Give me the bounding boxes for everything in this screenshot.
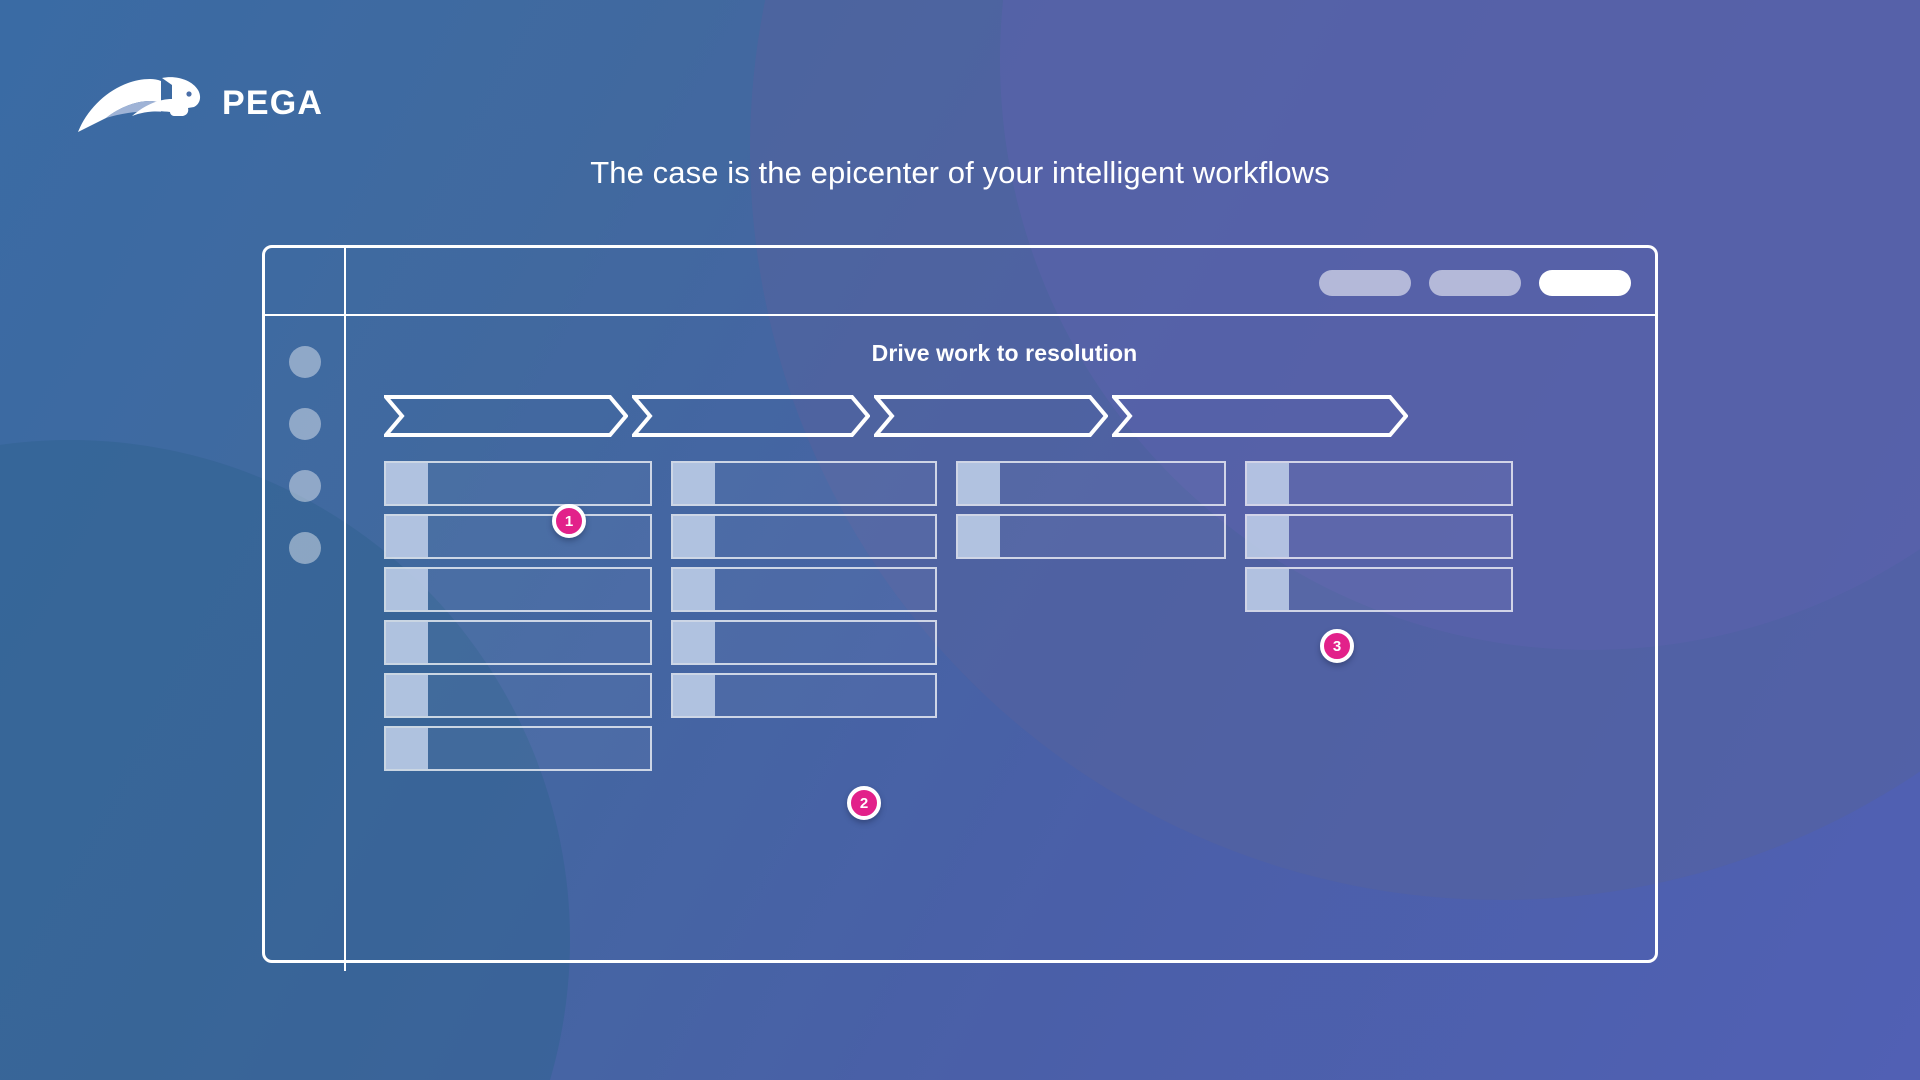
- task-card[interactable]: [1245, 567, 1513, 612]
- page-headline: The case is the epicenter of your intell…: [590, 155, 1330, 190]
- pega-logo: PEGA: [76, 72, 323, 134]
- task-card-body: [715, 622, 935, 663]
- task-card[interactable]: [671, 461, 937, 506]
- task-card[interactable]: [1245, 514, 1513, 559]
- app-header-actions: [1319, 270, 1631, 296]
- task-card[interactable]: [384, 620, 652, 665]
- stage-column-4: [1245, 461, 1513, 612]
- header-pill-3[interactable]: [1539, 270, 1631, 296]
- pega-logo-wordmark: PEGA: [222, 84, 324, 122]
- task-card-body: [1289, 516, 1511, 557]
- stage-chevron-2[interactable]: [632, 395, 870, 437]
- task-card-tag: [386, 463, 428, 504]
- task-card-tag: [1247, 569, 1289, 610]
- task-card[interactable]: [956, 461, 1226, 506]
- task-card-tag: [958, 516, 1000, 557]
- task-card-tag: [386, 516, 428, 557]
- callout-badge-3[interactable]: 3: [1320, 629, 1354, 663]
- callout-badge-2[interactable]: 2: [847, 786, 881, 820]
- task-card-body: [1289, 569, 1511, 610]
- task-card-tag: [386, 569, 428, 610]
- task-card[interactable]: [384, 567, 652, 612]
- task-card-body: [428, 675, 650, 716]
- task-card-tag: [1247, 516, 1289, 557]
- stage-column-1: [384, 461, 652, 771]
- task-card-body: [1000, 463, 1224, 504]
- app-header: [265, 248, 1655, 316]
- task-card[interactable]: [1245, 461, 1513, 506]
- task-card[interactable]: [956, 514, 1226, 559]
- task-card[interactable]: [384, 461, 652, 506]
- pega-horse-logo-icon: [76, 72, 206, 134]
- task-card-body: [715, 516, 935, 557]
- nav-dot-2[interactable]: [288, 408, 321, 440]
- callout-badge-1[interactable]: 1: [552, 504, 586, 538]
- task-card-body: [428, 569, 650, 610]
- stage-chevron-3[interactable]: [874, 395, 1108, 437]
- task-card-body: [1000, 516, 1224, 557]
- task-card-body: [715, 569, 935, 610]
- app-window-mockup: Drive work to resolution: [262, 245, 1658, 971]
- app-sidebar: [265, 316, 344, 960]
- task-card-tag: [1247, 463, 1289, 504]
- board-title: Drive work to resolution: [871, 340, 1138, 366]
- task-card-body: [428, 463, 650, 504]
- task-card-tag: [386, 728, 428, 769]
- task-card[interactable]: [671, 567, 937, 612]
- task-card-tag: [386, 675, 428, 716]
- task-card[interactable]: [384, 514, 652, 559]
- task-card[interactable]: [671, 673, 937, 718]
- task-card[interactable]: [384, 673, 652, 718]
- task-card[interactable]: [671, 620, 937, 665]
- task-card-body: [428, 622, 650, 663]
- task-card-tag: [673, 516, 715, 557]
- stage-columns: [384, 461, 1625, 771]
- task-card-tag: [673, 675, 715, 716]
- stage-chevron-row: [384, 395, 1625, 437]
- task-card-body: [1289, 463, 1511, 504]
- stage-chevron-1[interactable]: [384, 395, 628, 437]
- task-card-tag: [673, 622, 715, 663]
- task-card-body: [715, 463, 935, 504]
- task-card-tag: [673, 463, 715, 504]
- task-card[interactable]: [671, 514, 937, 559]
- task-card-body: [715, 675, 935, 716]
- task-card-tag: [673, 569, 715, 610]
- task-card[interactable]: [384, 726, 652, 771]
- nav-dot-3[interactable]: [288, 470, 321, 502]
- header-pill-2[interactable]: [1429, 270, 1521, 296]
- header-pill-1[interactable]: [1319, 270, 1411, 296]
- task-card-tag: [386, 622, 428, 663]
- task-card-tag: [958, 463, 1000, 504]
- stage-column-3: [956, 461, 1226, 559]
- sidebar-divider: [344, 248, 346, 971]
- case-board: Drive work to resolution: [346, 318, 1655, 960]
- stage-column-2: [671, 461, 937, 718]
- nav-dot-1[interactable]: [288, 346, 321, 378]
- stage-chevron-4[interactable]: [1112, 395, 1408, 437]
- task-card-body: [428, 728, 650, 769]
- task-card-body: [428, 516, 650, 557]
- nav-dot-4[interactable]: [288, 532, 321, 564]
